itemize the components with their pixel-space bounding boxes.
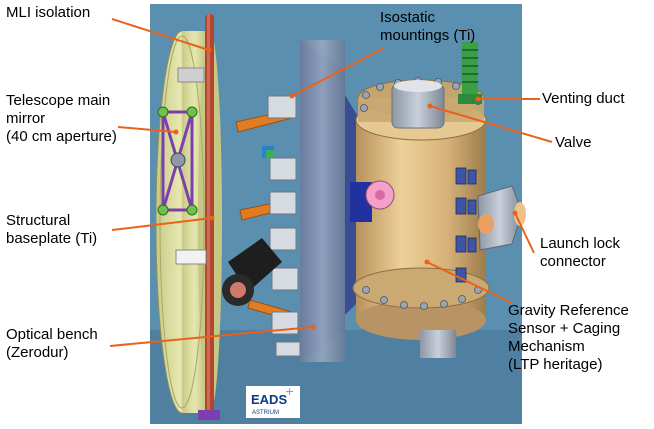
leader-grs bbox=[426, 261, 513, 304]
astrium-logo: EADS ASTRIUM + bbox=[246, 385, 300, 418]
logo-star-icon: + bbox=[285, 385, 294, 398]
grs-electrical-feedthroughs bbox=[455, 167, 477, 283]
leader-launch-lock bbox=[514, 212, 535, 254]
label-line: Optical bench bbox=[6, 326, 98, 343]
label-line: (40 cm aperture) bbox=[6, 128, 117, 145]
label-line: Mechanism bbox=[508, 338, 585, 355]
mirror-clamp-top bbox=[177, 67, 205, 83]
structural-baseplate bbox=[198, 14, 220, 420]
telescope-tube bbox=[222, 238, 282, 306]
label-line: Structural bbox=[6, 212, 71, 229]
label-line: Venting duct bbox=[542, 90, 625, 107]
label-line: Telescope main bbox=[6, 92, 111, 109]
fibre-module-green bbox=[266, 150, 274, 158]
label-line: Gravity Reference bbox=[508, 302, 629, 319]
label-line: baseplate (Ti) bbox=[6, 230, 98, 247]
mirror-clamp-bottom bbox=[175, 249, 207, 265]
optical-window-port bbox=[350, 180, 395, 222]
venting-duct bbox=[458, 42, 482, 104]
label-line: connector bbox=[540, 253, 606, 270]
leader-baseplate bbox=[111, 217, 213, 231]
label-structural-baseplate: Structural baseplate (Ti) bbox=[6, 212, 97, 248]
label-line: MLI isolation bbox=[6, 4, 91, 21]
mirror-mount-nodes bbox=[157, 106, 198, 216]
logo-text: EADS bbox=[251, 392, 287, 407]
label-optical-bench: Optical bench (Zerodur) bbox=[6, 326, 98, 362]
grs-bottom-cap bbox=[420, 330, 456, 358]
leader-optical-bench bbox=[109, 326, 314, 347]
label-line: Sensor + Caging bbox=[508, 320, 621, 337]
label-line: Valve bbox=[555, 134, 592, 151]
label-telescope-mirror: Telescope main mirror (40 cm aperture) bbox=[6, 92, 117, 146]
label-line: (LTP heritage) bbox=[508, 356, 603, 373]
leader-mli bbox=[111, 18, 210, 51]
logo-subtext: ASTRIUM bbox=[252, 410, 279, 416]
label-gravity-reference-sensor: Gravity Reference Sensor + Caging Mechan… bbox=[508, 302, 629, 374]
label-line: (Zerodur) bbox=[6, 344, 69, 361]
leader-isostatic bbox=[291, 47, 385, 97]
leader-endpoints bbox=[173, 47, 518, 330]
label-valve: Valve bbox=[555, 134, 591, 152]
launch-lock-connector bbox=[477, 185, 526, 251]
mirror-mount-hub bbox=[170, 152, 186, 168]
label-line: mirror bbox=[6, 110, 46, 127]
leader-mirror bbox=[117, 126, 177, 133]
label-line: mountings (Ti) bbox=[380, 27, 476, 44]
leader-valve bbox=[429, 105, 553, 143]
label-line: Isostatic bbox=[380, 9, 436, 26]
valve-body bbox=[391, 80, 445, 129]
label-line: Launch lock bbox=[540, 235, 621, 252]
label-mli-isolation: MLI isolation bbox=[6, 4, 90, 22]
label-venting-duct: Venting duct bbox=[542, 90, 625, 108]
label-launch-lock-connector: Launch lock connector bbox=[540, 235, 620, 271]
leader-lines bbox=[109, 18, 553, 347]
label-isostatic-mountings: Isostatic mountings (Ti) bbox=[380, 9, 475, 45]
